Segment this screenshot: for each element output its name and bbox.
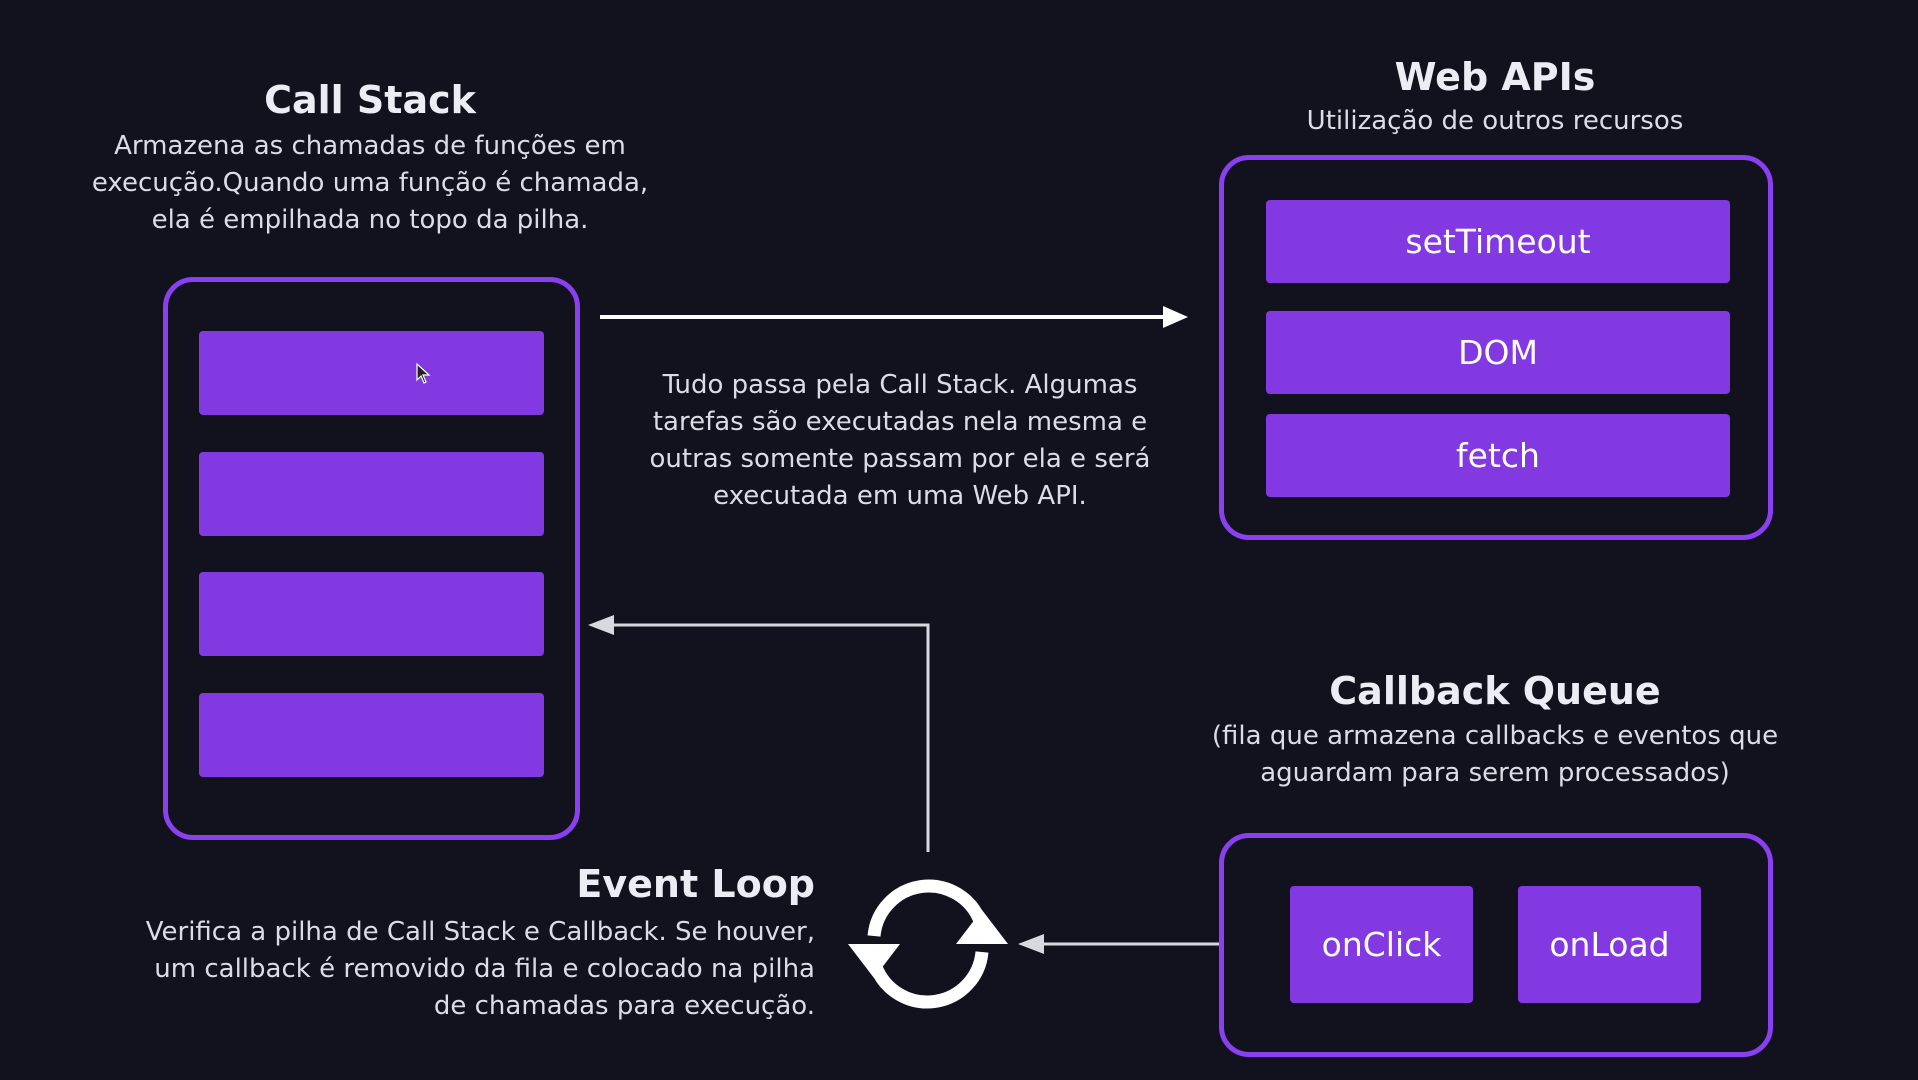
web-api-dom: DOM: [1266, 311, 1730, 394]
web-api-setTimeout: setTimeout: [1266, 200, 1730, 283]
middle-note: Tudo passa pela Call Stack. Algumas tare…: [620, 367, 1180, 515]
call-stack-slot: [199, 572, 544, 656]
callback-queue-title: Callback Queue: [1329, 669, 1661, 713]
callback-onload: onLoad: [1518, 886, 1701, 1003]
callback-queue-description-line: aguardam para serem processados): [1260, 758, 1730, 788]
event-loop-description-line: de chamadas para execução.: [433, 991, 815, 1021]
event-loop-description: Verifica a pilha de Call Stack e Callbac…: [135, 914, 815, 1025]
web-apis-title: Web APIs: [1394, 55, 1596, 99]
call-stack-description: Armazena as chamadas de funções em execu…: [50, 128, 690, 239]
event-loop-title: Event Loop: [576, 862, 815, 906]
middle-note-line: outras somente passam por ela e será: [649, 444, 1151, 474]
call-stack-slot: [199, 331, 544, 415]
event-loop-description-line: Verifica a pilha de Call Stack e Callbac…: [145, 917, 815, 947]
web-api-fetch: fetch: [1266, 414, 1730, 497]
call-stack-slot: [199, 693, 544, 777]
callback-queue-description: (fila que armazena callbacks e eventos q…: [1195, 718, 1795, 792]
callback-queue-description-line: (fila que armazena callbacks e eventos q…: [1211, 721, 1779, 751]
mouse-cursor-icon: [416, 362, 431, 384]
event-loop-description-line: um callback é removido da fila e colocad…: [154, 954, 815, 984]
web-apis-container: [1219, 155, 1773, 540]
call-stack-title: Call Stack: [264, 78, 476, 122]
callback-onclick: onClick: [1290, 886, 1473, 1003]
middle-note-line: Tudo passa pela Call Stack. Algumas: [662, 370, 1138, 400]
middle-note-line: tarefas são executadas nela mesma e: [652, 407, 1148, 437]
call-stack-description-line: ela é empilhada no topo da pilha.: [151, 205, 589, 235]
web-apis-subtitle: Utilização de outros recursos: [1306, 106, 1684, 136]
call-stack-description-line: Armazena as chamadas de funções em: [114, 131, 626, 161]
arrow-call-stack-to-web-apis: [600, 306, 1188, 328]
call-stack-slot: [199, 452, 544, 536]
arrow-callback-queue-to-event-loop: [1018, 934, 1219, 954]
call-stack-container: [163, 277, 580, 840]
arrow-event-loop-to-call-stack: [588, 615, 930, 852]
middle-note-line: executada em uma Web API.: [713, 481, 1087, 511]
callback-queue-container: [1219, 833, 1773, 1057]
call-stack-description-line: execução.Quando uma função é chamada,: [91, 168, 649, 198]
